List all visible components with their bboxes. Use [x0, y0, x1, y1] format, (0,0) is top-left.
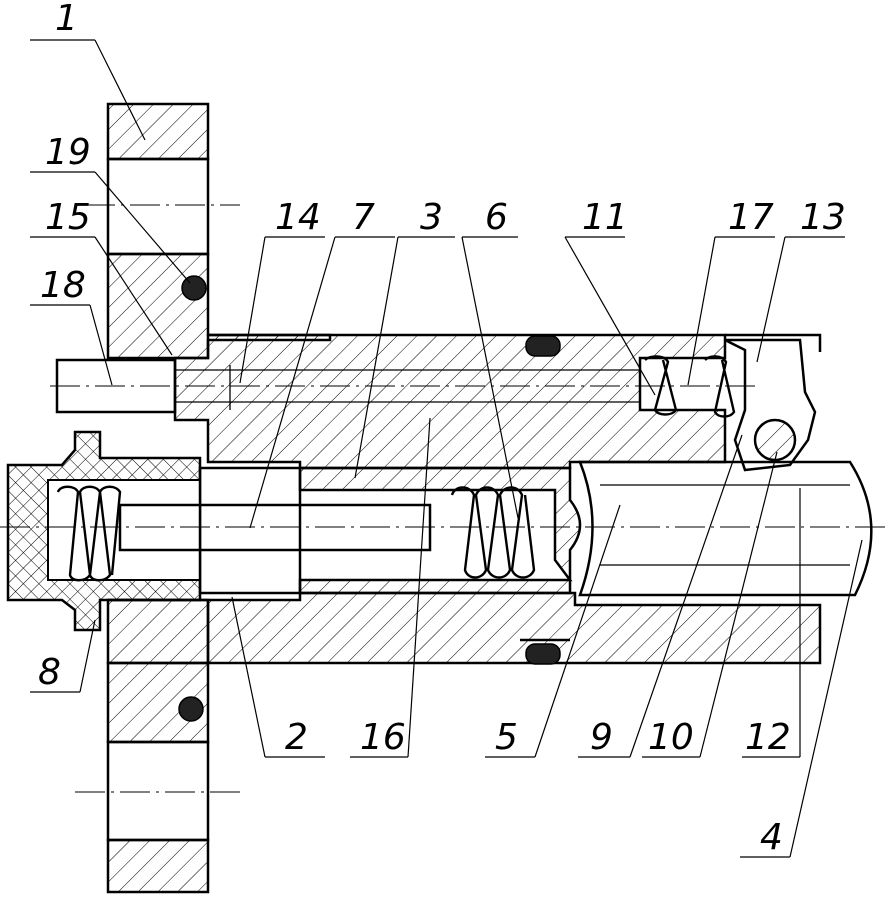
callout-4: 4: [760, 817, 783, 858]
springs: [56, 355, 736, 582]
seal-ring-housing-bottom: [525, 643, 561, 665]
callout-8: 8: [38, 652, 61, 693]
callout-6: 6: [485, 197, 508, 238]
callout-13: 13: [800, 197, 846, 238]
callout-11: 11: [582, 197, 628, 238]
callout-14: 14: [275, 197, 321, 238]
seal-ring-housing-top: [525, 335, 561, 357]
housing-body: [108, 333, 822, 665]
callout-15: 15: [45, 197, 91, 238]
inner-parts: [118, 460, 873, 597]
center-lines: [0, 204, 887, 793]
callout-19: 19: [45, 132, 91, 173]
callout-9: 9: [590, 717, 613, 758]
flange: [106, 102, 332, 894]
callout-5: 5: [495, 717, 518, 758]
callout-17: 17: [728, 197, 774, 238]
callout-7: 7: [352, 197, 375, 238]
callout-1: 1: [55, 0, 78, 39]
seal-ring-top: [181, 275, 207, 301]
callout-labels: 1 19 15 18 14 7 3 6 11 17 13 8 2 16 5 9 …: [38, 0, 846, 858]
seal-ring-bottom: [178, 696, 204, 722]
latch-lever: [724, 338, 817, 472]
callout-12: 12: [745, 717, 791, 758]
callout-10: 10: [648, 717, 694, 758]
callout-2: 2: [285, 717, 308, 758]
callout-3: 3: [420, 197, 443, 238]
callout-16: 16: [360, 717, 406, 758]
leader-lines: [30, 39, 863, 858]
callout-18: 18: [40, 265, 86, 306]
